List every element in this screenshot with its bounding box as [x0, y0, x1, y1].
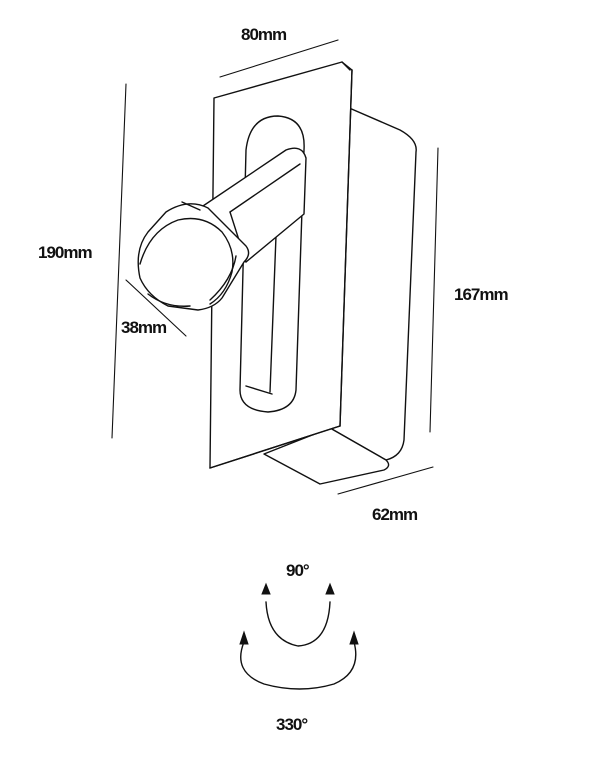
dimension-line-head: [125, 279, 187, 337]
label-height: 190mm: [38, 243, 92, 262]
tilt-arc-icon: [261, 582, 335, 647]
recessed-box: [263, 103, 417, 485]
label-width: 80mm: [241, 25, 287, 44]
label-tilt: 90°: [286, 561, 310, 580]
dimension-line-width: [219, 39, 339, 78]
dimension-line-height: [111, 83, 127, 439]
label-head-diameter: 38mm: [121, 318, 167, 337]
label-swivel: 330°: [276, 715, 308, 734]
swivel-arc-icon: [239, 630, 359, 690]
label-box-depth: 62mm: [372, 505, 418, 524]
label-box-height: 167mm: [454, 285, 508, 304]
lamp-head: [137, 201, 250, 311]
dimension-line-box-height: [429, 147, 439, 433]
dimension-line-depth: [337, 466, 434, 495]
